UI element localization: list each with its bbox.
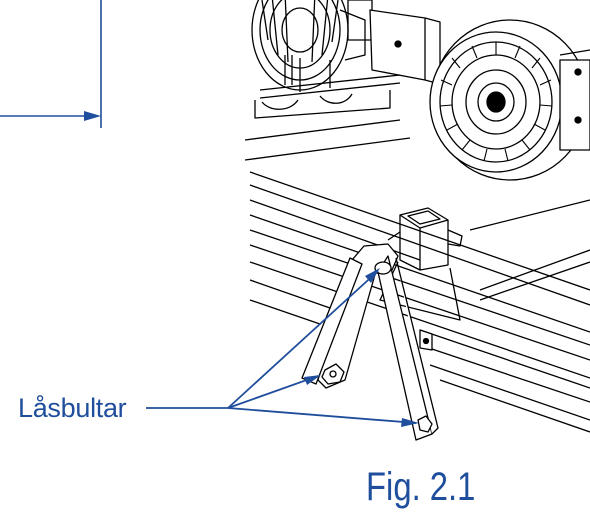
upper-left-wheel: [251, 0, 373, 91]
lock-bolts-label: Låsbultar: [18, 393, 127, 423]
main-wheel: [429, 19, 590, 181]
callout-leaders: [146, 268, 419, 427]
figure-caption: Fig. 2.1: [366, 465, 476, 509]
arrowhead-lower: [401, 418, 419, 427]
trolley-assembly: [244, 0, 590, 441]
square-socket: [379, 207, 463, 321]
detail-leader: [0, 0, 102, 128]
a-frame-support: [301, 243, 439, 441]
arrowhead-middle: [304, 375, 321, 385]
upper-frame: [244, 9, 441, 161]
arrowhead-upper: [365, 268, 380, 283]
